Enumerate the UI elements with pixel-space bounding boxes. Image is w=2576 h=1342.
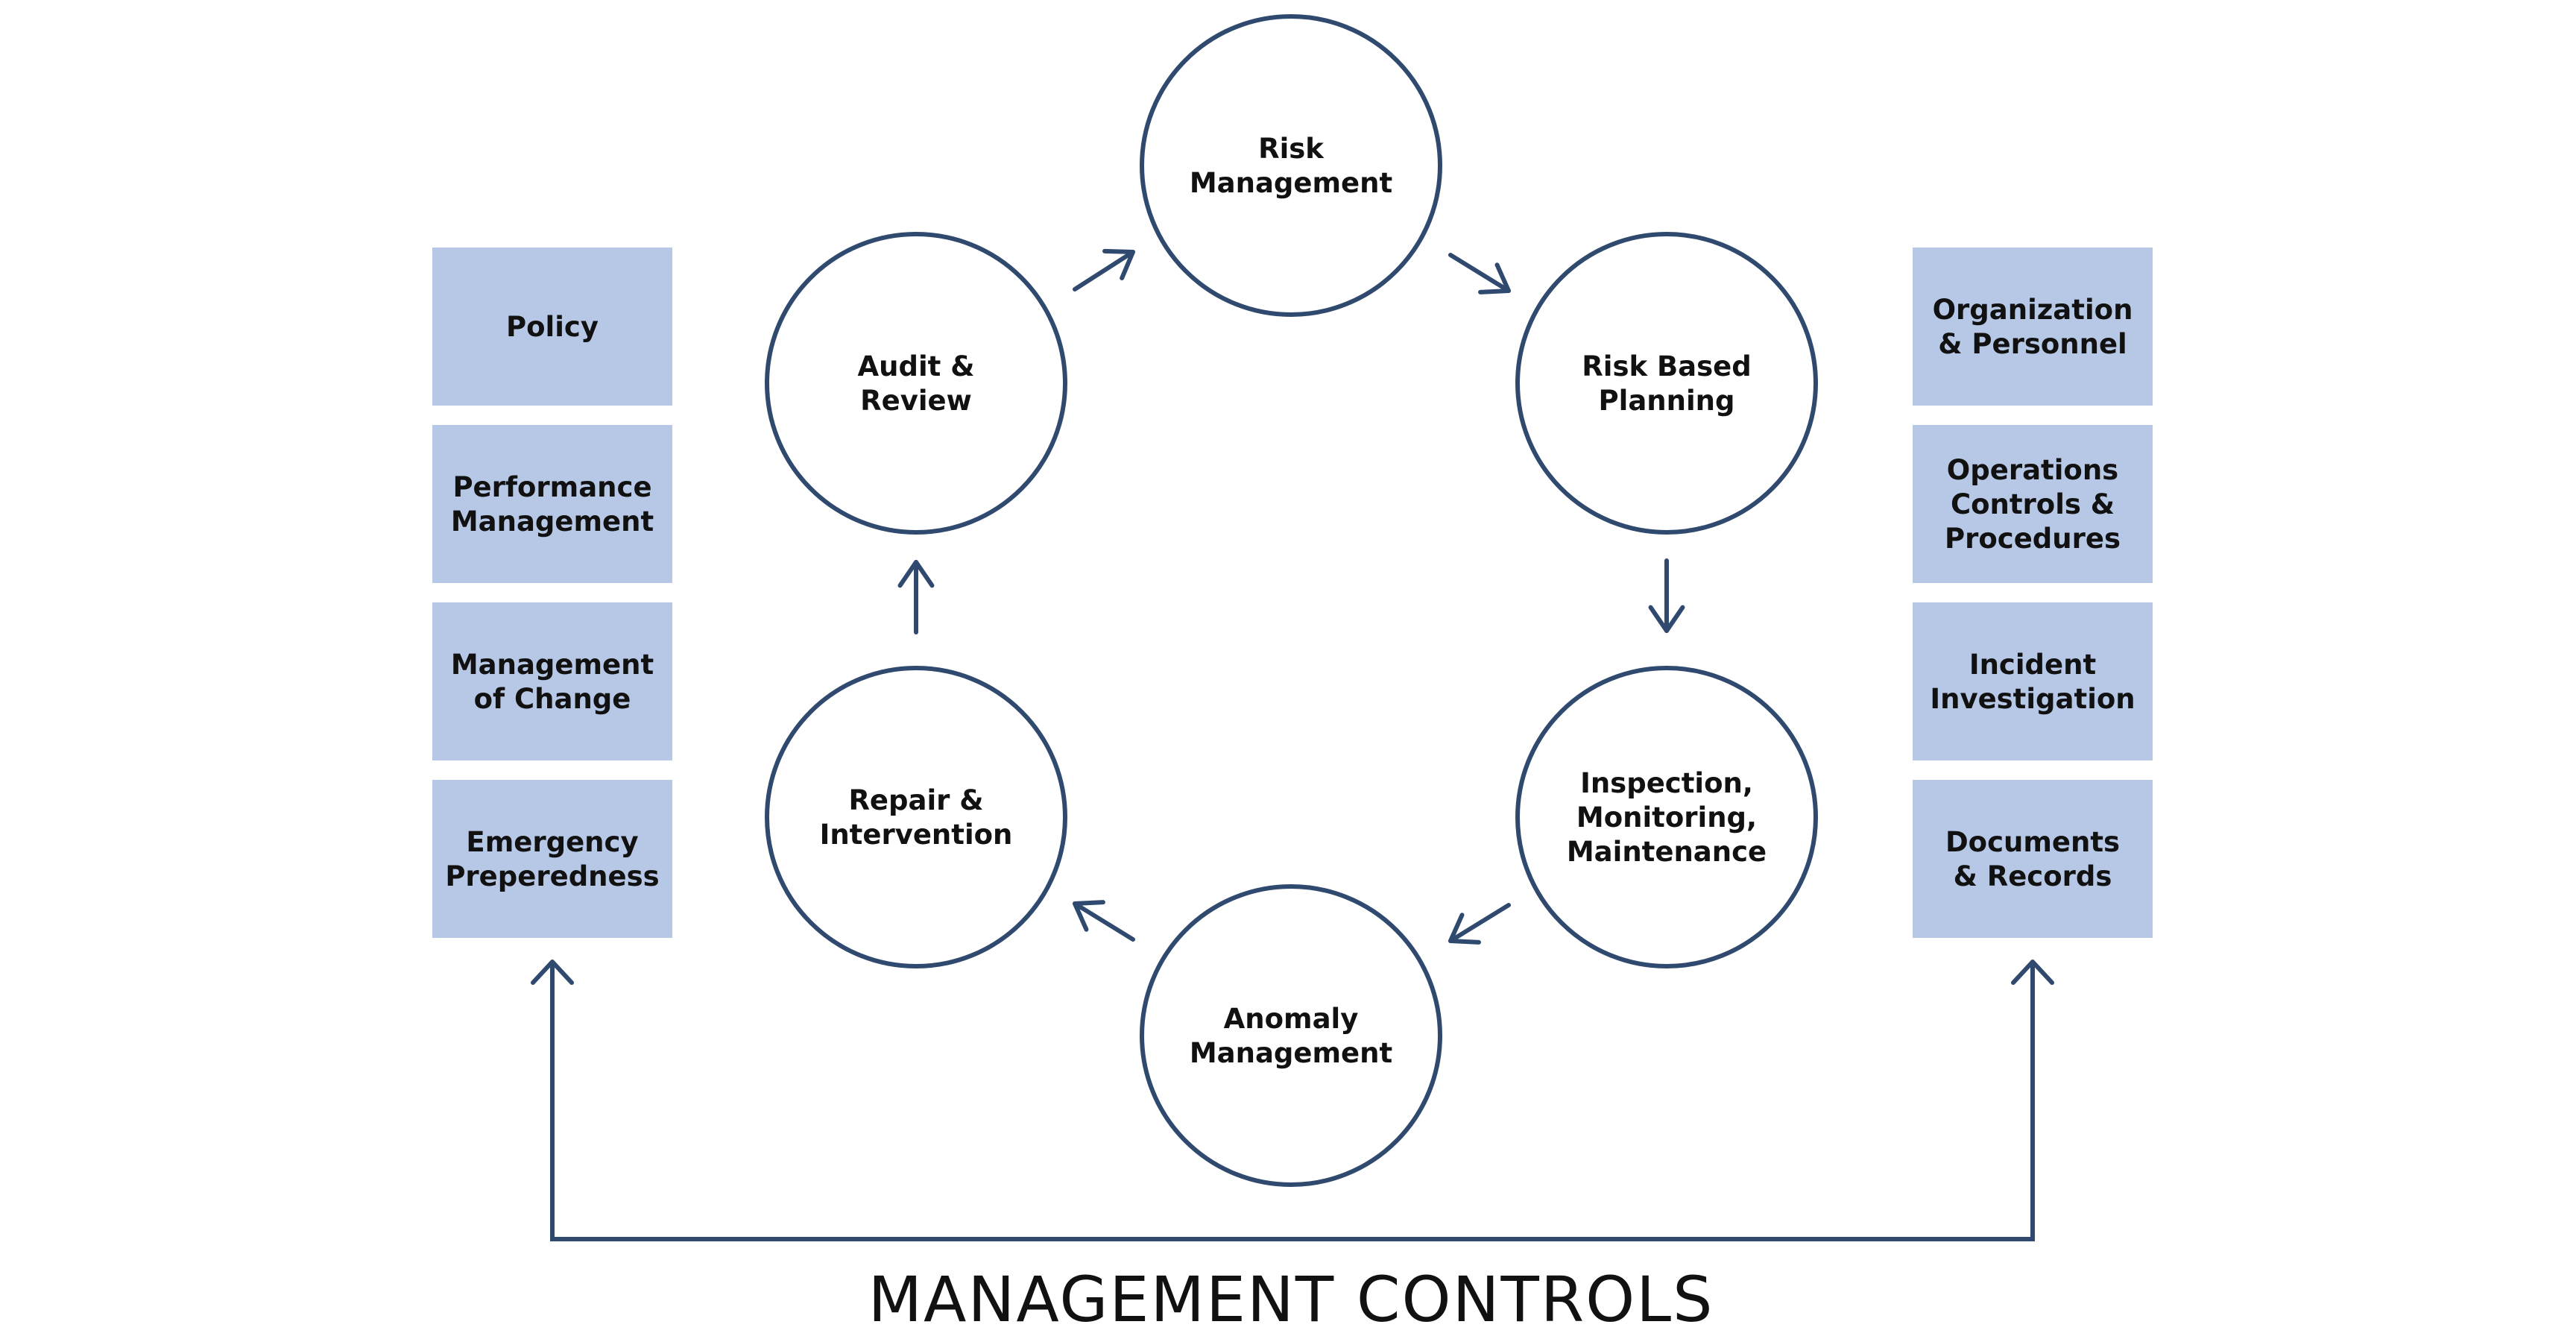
control-box-documents-records: Documents& Records	[1913, 780, 2153, 938]
cycle-node-repair-intervention: Repair &Intervention	[765, 666, 1067, 968]
arrow-anomaly-to-repair	[1073, 900, 1135, 942]
cycle-node-label-line: Review	[860, 385, 972, 417]
control-box-label-line: Management	[451, 505, 654, 538]
cycle-node-label-line: Anomaly	[1224, 1003, 1359, 1035]
control-box-rect	[1913, 248, 2153, 406]
control-box-organization-personnel: Organization& Personnel	[1913, 248, 2153, 406]
control-box-label-line: Documents	[1945, 826, 2120, 858]
cycle-node-label: Audit &Review	[858, 350, 975, 417]
bracket-line	[550, 962, 2035, 1241]
cycle-arrows	[897, 248, 1685, 945]
cycle-node-label-line: Management	[1190, 1037, 1392, 1069]
control-box-label-line: Incident	[1969, 649, 2096, 681]
arrow-audit-to-risk	[1073, 248, 1135, 292]
control-box-rect	[432, 248, 672, 406]
cycle-node-label-line: Management	[1190, 167, 1392, 199]
control-box-rect	[432, 780, 672, 938]
cycle-node-label-line: Intervention	[820, 819, 1013, 851]
cycle-node-audit-review: Audit &Review	[765, 232, 1067, 535]
cycle-node-label-line: Risk Based	[1582, 350, 1751, 382]
control-box-policy: Policy	[432, 248, 672, 406]
control-box-label-line: Investigation	[1930, 683, 2135, 715]
cycle-node-circle	[765, 232, 1067, 535]
control-box-label: Documents& Records	[1945, 826, 2120, 892]
control-box-label-line: Policy	[506, 311, 599, 343]
control-box-label-line: & Personnel	[1938, 328, 2127, 360]
cycle-node-label-line: Risk	[1258, 133, 1325, 165]
cycle-node-label: Inspection,Monitoring,Maintenance	[1567, 767, 1767, 868]
control-box-label-line: of Change	[474, 683, 631, 715]
cycle-node-label-line: Inspection,	[1580, 767, 1753, 799]
cycle-node-circle	[1140, 884, 1442, 1187]
arrow-risk-to-planning	[1448, 253, 1511, 294]
control-box-rect	[1913, 602, 2153, 760]
cycle-node-label-line: Repair &	[848, 784, 983, 816]
control-box-label: Policy	[506, 311, 599, 343]
cycle-node-circle	[1140, 14, 1442, 317]
control-box-label-line: Controls &	[1951, 488, 2115, 520]
control-box-label-line: Organization	[1933, 294, 2133, 326]
cycle-node-label-line: Planning	[1599, 385, 1735, 417]
cycle-node-circle	[1515, 666, 1818, 968]
control-box-rect	[432, 425, 672, 583]
footer-label: MANAGEMENT CONTROLS	[868, 1263, 1714, 1336]
arrow-repair-to-audit	[897, 560, 935, 634]
control-box-label-line: Procedures	[1945, 523, 2121, 555]
cycle-node-circle	[765, 666, 1067, 968]
control-box-label: Organization& Personnel	[1933, 294, 2133, 360]
cycle-node-label-line: Audit &	[858, 350, 975, 382]
control-box-label-line: Preperedness	[445, 860, 659, 892]
control-box-label-line: Operations	[1947, 454, 2118, 486]
cycle-node-label-line: Maintenance	[1567, 836, 1767, 868]
management-controls-bracket	[531, 960, 2054, 1241]
bracket-arrowhead-right	[2011, 960, 2054, 985]
arrow-planning-to-inspection	[1648, 558, 1685, 633]
cycle-node-inspection-monitoring-maintenance: Inspection,Monitoring,Maintenance	[1515, 666, 1818, 968]
control-box-label-line: Emergency	[466, 826, 638, 858]
control-box-label-line: Management	[451, 649, 654, 681]
arrow-inspection-to-anomaly	[1448, 903, 1511, 945]
cycle-node-label-line: Monitoring,	[1576, 801, 1757, 834]
cycle-node-label: Repair &Intervention	[820, 784, 1013, 851]
control-box-rect	[1913, 780, 2153, 938]
bracket-arrowhead-left	[531, 960, 574, 985]
cycle-node-circle	[1515, 232, 1818, 535]
control-box-rect	[1913, 425, 2153, 583]
control-box-label-line: & Records	[1954, 860, 2112, 892]
control-box-label-line: Performance	[452, 471, 651, 503]
control-box-rect	[432, 602, 672, 760]
